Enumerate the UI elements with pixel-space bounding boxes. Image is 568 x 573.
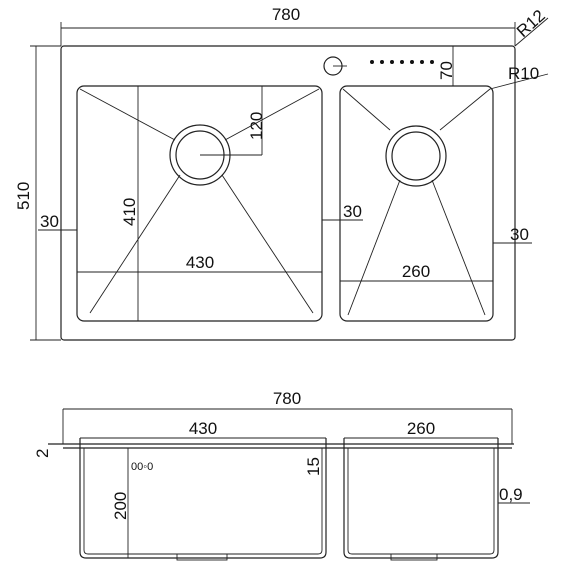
side-right-bowl-inner: [347, 448, 495, 555]
dot: [400, 60, 404, 64]
left-bowl-depth-label: 410: [120, 198, 139, 226]
side-view: 780 2 430 200 00◦0 15 260 0,9: [33, 389, 530, 561]
left-bowl-width-label: 430: [186, 253, 214, 272]
overall-depth-label: 510: [14, 182, 33, 210]
steel-thickness-label: 0,9: [499, 485, 523, 504]
slope-line: [347, 179, 401, 316]
side-left-bowl: [79, 438, 327, 559]
divider-label: 30: [343, 202, 362, 221]
leader-line: [489, 73, 549, 90]
slope-line: [224, 88, 320, 141]
right-drain-stub: [390, 553, 438, 561]
slope-line: [342, 88, 391, 131]
drain-offset-label: 120: [247, 112, 266, 140]
left-drain-stub: [176, 553, 228, 561]
dot: [370, 60, 374, 64]
slope-line: [89, 174, 181, 314]
dot: [430, 60, 434, 64]
slope-line: [439, 88, 491, 131]
leader-line: [514, 17, 549, 47]
top-view: 780 R12 R10 70 510 30 120 410 430 30: [14, 5, 549, 341]
slope-line: [221, 174, 314, 314]
right-bowl: [339, 85, 494, 322]
corner-radius-inner-label: R10: [508, 64, 539, 83]
side-overall-width-label: 780: [273, 389, 301, 408]
slope-line: [431, 179, 486, 316]
corner-radius-outer-label: R12: [513, 6, 549, 41]
overflow-symbol: 00◦0: [131, 461, 153, 473]
slope-line: [79, 88, 176, 141]
side-right-bowl-width-label: 260: [407, 419, 435, 438]
flange-thickness-label: 2: [33, 449, 52, 458]
offset-label: 15: [304, 457, 323, 476]
left-margin-label: 30: [40, 212, 59, 231]
overall-width-label: 780: [272, 5, 300, 24]
side-left-bowl-width-label: 430: [189, 419, 217, 438]
right-drain-inner: [391, 131, 441, 181]
bowl-depth-label: 200: [111, 492, 130, 520]
faucet-offset-label: 70: [437, 61, 456, 80]
side-right-bowl: [343, 438, 499, 559]
dot: [390, 60, 394, 64]
sink-outline: [60, 45, 516, 341]
right-margin-label: 30: [510, 225, 529, 244]
dot: [380, 60, 384, 64]
faucet-dots: [370, 60, 434, 64]
dot: [410, 60, 414, 64]
right-bowl-width-label: 260: [402, 262, 430, 281]
left-bowl: [76, 85, 323, 322]
right-drain-outer: [385, 125, 447, 187]
dot: [420, 60, 424, 64]
